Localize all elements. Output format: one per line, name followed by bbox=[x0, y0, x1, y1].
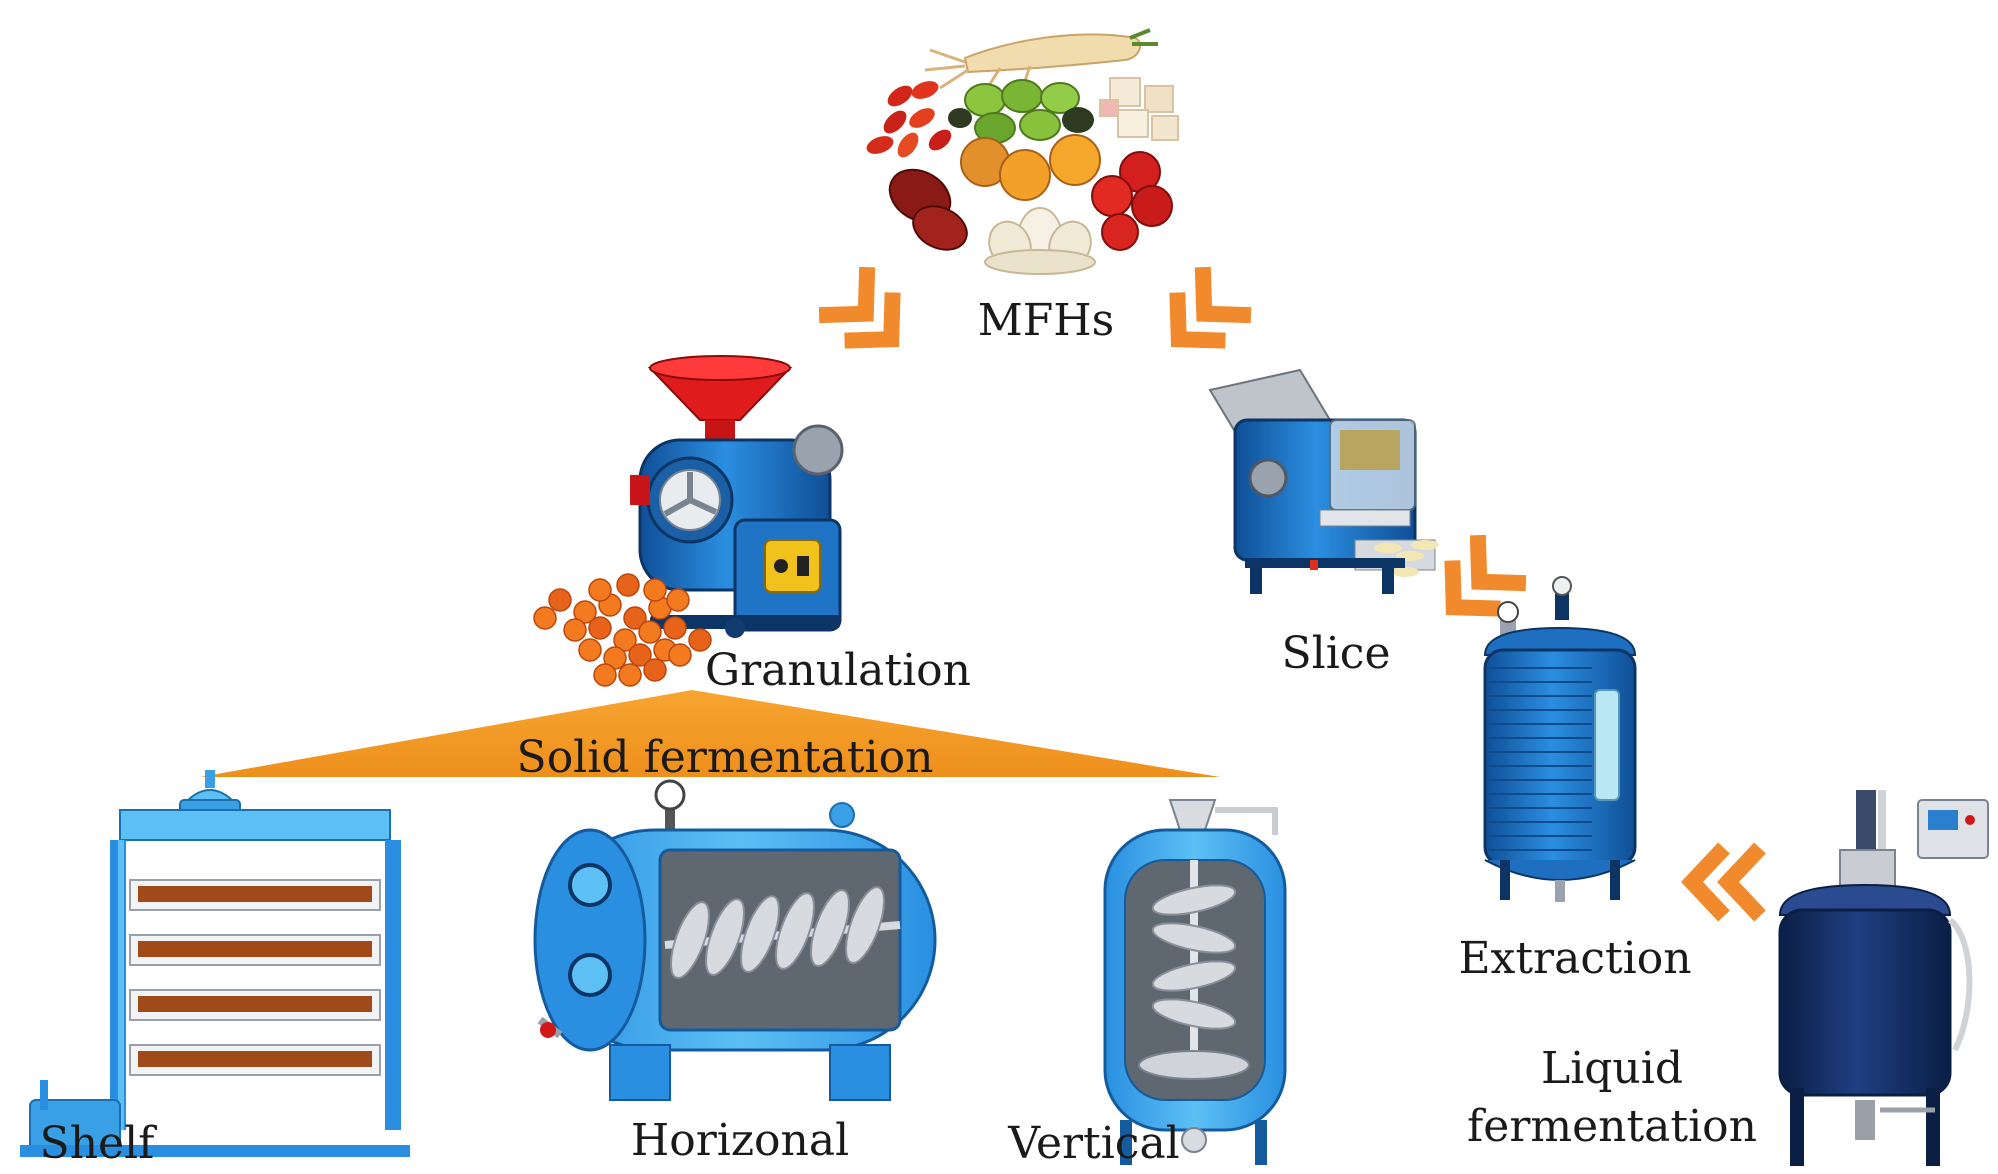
orange-fruit-icon bbox=[960, 134, 1101, 201]
extraction-tank-illustration bbox=[1483, 576, 1637, 902]
poria-cube-icon bbox=[1099, 77, 1179, 141]
goji-berry-icon bbox=[866, 81, 952, 158]
lotus-seed-icon bbox=[984, 207, 1096, 275]
double-chevron-arrow-icon bbox=[1444, 534, 1527, 617]
horizontal-label: Horizonal bbox=[631, 1115, 849, 1166]
herbs-illustration bbox=[866, 28, 1179, 275]
double-chevron-arrow-icon bbox=[818, 266, 901, 349]
vertical-label: Vertical bbox=[1007, 1118, 1180, 1169]
hawthorn-icon bbox=[1091, 151, 1173, 251]
double-chevron-arrow-icon bbox=[1681, 842, 1766, 922]
granulator-illustration bbox=[533, 355, 844, 687]
mfhs-label: MFHs bbox=[978, 295, 1115, 346]
liquid-fermentation-label-line2: fermentation bbox=[1467, 1101, 1757, 1152]
green-fruit-icon bbox=[948, 79, 1094, 144]
pellets-icon bbox=[533, 573, 712, 687]
double-chevron-arrow-icon bbox=[1169, 266, 1252, 349]
vertical-fermenter-illustration bbox=[1103, 799, 1287, 1165]
extraction-label: Extraction bbox=[1458, 933, 1691, 984]
liquid-fermentation-label-line1: Liquid bbox=[1541, 1043, 1683, 1094]
jujube-icon bbox=[888, 168, 968, 251]
ginseng-icon bbox=[924, 28, 1158, 93]
horizontal-fermenter-illustration bbox=[533, 779, 937, 1101]
liquid-fermenter-illustration bbox=[1778, 790, 1989, 1166]
slice-label: Slice bbox=[1282, 628, 1391, 679]
flow-arrows bbox=[818, 266, 1766, 922]
solid-fermentation-banner bbox=[200, 690, 1220, 777]
solid-fermentation-label: Solid fermentation bbox=[517, 732, 934, 783]
slicer-illustration bbox=[1208, 368, 1439, 594]
granulation-label: Granulation bbox=[705, 645, 971, 696]
shelf-label: Shelf bbox=[40, 1118, 158, 1169]
shelf-fermenter-illustration bbox=[20, 770, 410, 1157]
